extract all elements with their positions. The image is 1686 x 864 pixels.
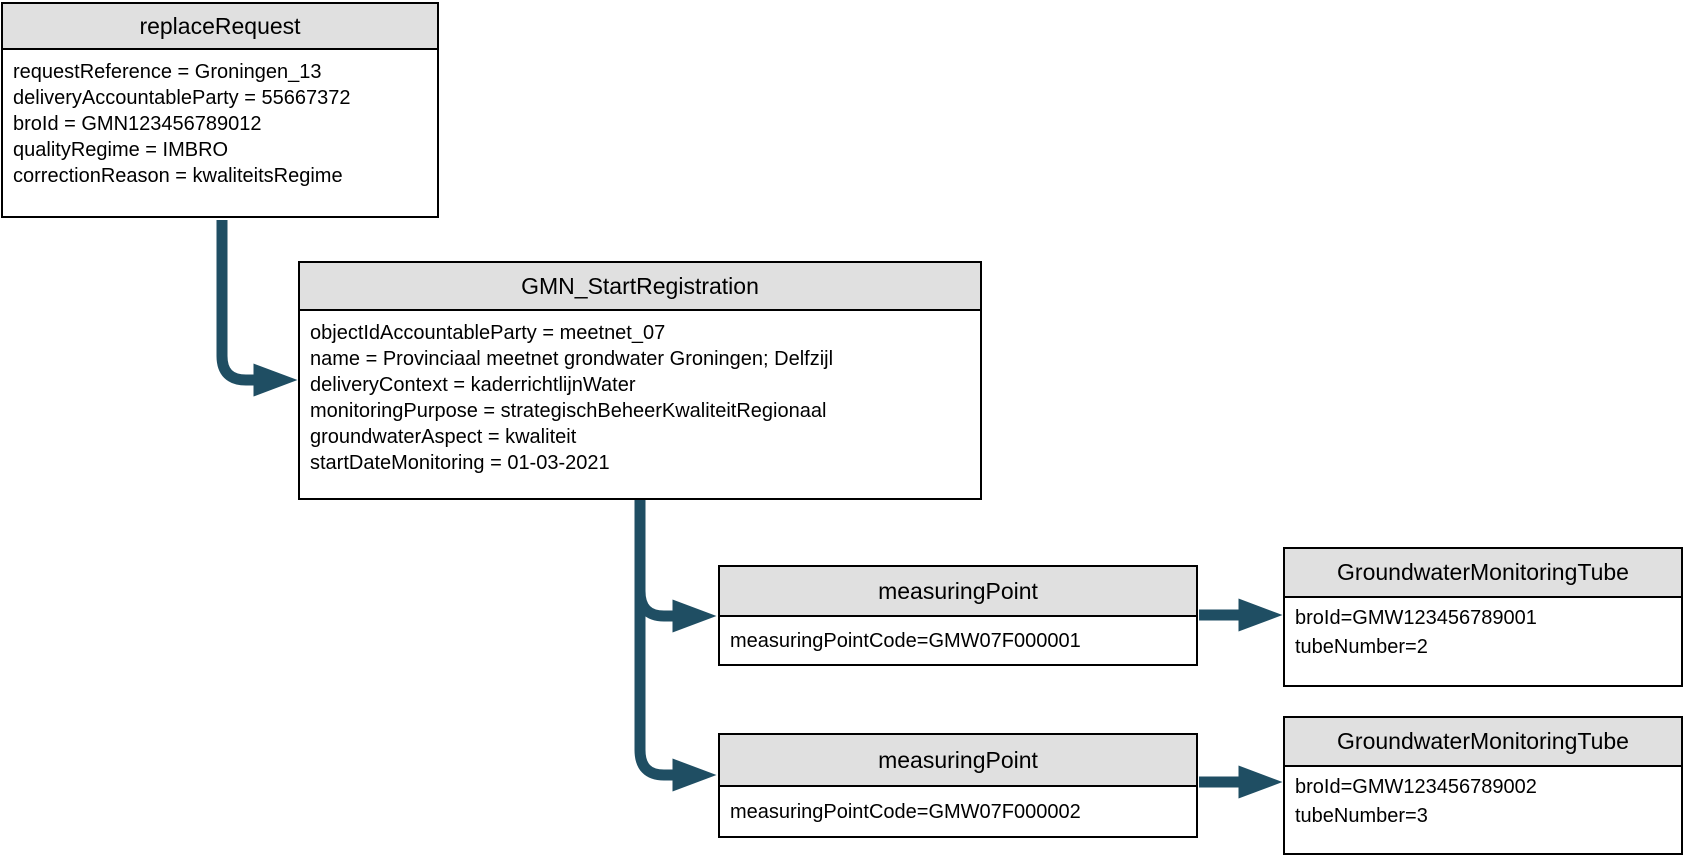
node-attribute: broId = GMN123456789012	[13, 113, 262, 135]
node-title: measuringPoint	[720, 735, 1196, 787]
node-attributes: objectIdAccountableParty = meetnet_07 na…	[300, 311, 980, 476]
node-title: GroundwaterMonitoringTube	[1285, 549, 1681, 598]
node-attributes: requestReference = Groningen_13 delivery…	[3, 50, 437, 189]
node-gmn-start-registration: GMN_StartRegistration objectIdAccountabl…	[298, 261, 982, 500]
node-attribute: broId=GMW123456789001	[1295, 607, 1537, 629]
node-title: GroundwaterMonitoringTube	[1285, 718, 1681, 767]
node-groundwater-monitoring-tube-2: GroundwaterMonitoringTube broId=GMW12345…	[1283, 716, 1683, 855]
node-attributes: broId=GMW123456789001 tubeNumber=2	[1285, 598, 1681, 662]
node-attribute: deliveryAccountableParty = 55667372	[13, 87, 351, 109]
edge-replacerequest-to-gmn	[216, 220, 298, 397]
node-attributes: measuringPointCode=GMW07F000002	[720, 787, 1196, 836]
node-title: GMN_StartRegistration	[300, 263, 980, 311]
node-attributes: measuringPointCode=GMW07F000001	[720, 617, 1196, 664]
node-groundwater-monitoring-tube-1: GroundwaterMonitoringTube broId=GMW12345…	[1283, 547, 1683, 687]
node-attribute: qualityRegime = IMBRO	[13, 139, 229, 161]
node-attribute: startDateMonitoring = 01-03-2021	[310, 452, 610, 474]
node-attribute: tubeNumber=2	[1295, 636, 1428, 658]
node-attribute: name = Provinciaal meetnet grondwater Gr…	[310, 348, 834, 370]
node-attribute: broId=GMW123456789002	[1295, 776, 1537, 798]
node-attribute: correctionReason = kwaliteitsRegime	[13, 165, 343, 187]
node-attribute: measuringPointCode=GMW07F000001	[730, 629, 1081, 652]
node-attribute: deliveryContext = kaderrichtlijnWater	[310, 374, 636, 396]
node-attributes: broId=GMW123456789002 tubeNumber=3	[1285, 767, 1681, 831]
node-attribute: objectIdAccountableParty = meetnet_07	[310, 322, 666, 344]
node-measuring-point-1: measuringPoint measuringPointCode=GMW07F…	[718, 565, 1198, 666]
node-measuring-point-2: measuringPoint measuringPointCode=GMW07F…	[718, 733, 1198, 838]
node-attribute: monitoringPurpose = strategischBeheerKwa…	[310, 400, 827, 422]
node-title: measuringPoint	[720, 567, 1196, 617]
edge-gmn-to-measuringpoint-2	[634, 500, 717, 792]
node-attribute: requestReference = Groningen_13	[13, 61, 322, 83]
node-replace-request: replaceRequest requestReference = Gronin…	[1, 2, 439, 218]
node-attribute: measuringPointCode=GMW07F000002	[730, 800, 1081, 823]
edge-gmn-to-measuringpoint-1	[634, 500, 717, 633]
node-attribute: groundwaterAspect = kwaliteit	[310, 426, 577, 448]
node-title: replaceRequest	[3, 4, 437, 50]
node-attribute: tubeNumber=3	[1295, 805, 1428, 827]
